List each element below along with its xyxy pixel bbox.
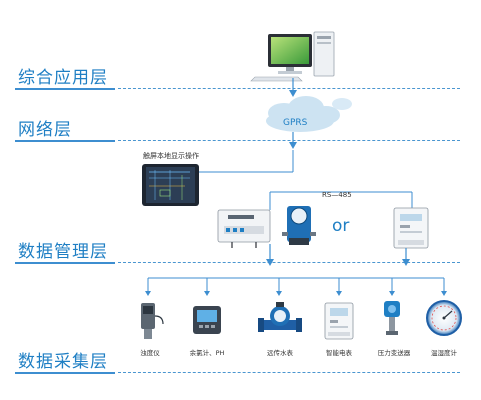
network-underline (15, 140, 115, 142)
smart-electric-meter-icon (324, 302, 354, 340)
layer-label-application: 综合应用层 (18, 68, 108, 88)
sensor-label-water-meter: 远传水表 (267, 349, 293, 357)
turbidity-meter-icon (141, 303, 164, 339)
remote-water-meter-unit-icon (282, 206, 316, 245)
sensor-label-pressure: 压力变送器 (377, 349, 411, 357)
electric-meter-unit-icon (393, 207, 429, 249)
chlorine-ph-meter-icon (193, 306, 221, 334)
sensor-label-electric-meter: 智能电表 (326, 349, 352, 357)
sensor-label-turbidity: 浊度仪 (140, 349, 160, 357)
layer-label-network: 网络层 (18, 120, 72, 140)
remote-water-meter-icon (258, 302, 302, 332)
data-collection-underline (15, 372, 115, 374)
computer-icon (250, 31, 335, 82)
application-divider (118, 88, 460, 89)
data-management-underline (15, 262, 115, 264)
touch-panel-label: 触屏本地显示操作 (143, 152, 199, 160)
data-management-divider (118, 262, 460, 263)
hygrothermograph-icon (426, 300, 462, 336)
layer-label-data-collection: 数据采集层 (18, 352, 108, 372)
network-divider (118, 140, 460, 141)
gprs-label: GPRS (283, 118, 308, 128)
sensor-label-hygrothermograph: 温湿度计 (431, 349, 457, 357)
sensor-label-chlorine-ph: 余氯计、PH (189, 349, 225, 357)
gprs-cloud-icon (266, 96, 352, 132)
data-collector-icon (217, 209, 271, 248)
data-collection-divider (118, 372, 460, 373)
application-underline (15, 88, 115, 90)
pressure-transmitter-icon (384, 301, 400, 335)
layer-label-data-management: 数据管理层 (18, 242, 108, 262)
or-label: or (332, 216, 350, 236)
touch-panel-icon (142, 164, 199, 206)
rs485-label: RS—485 (322, 191, 352, 199)
